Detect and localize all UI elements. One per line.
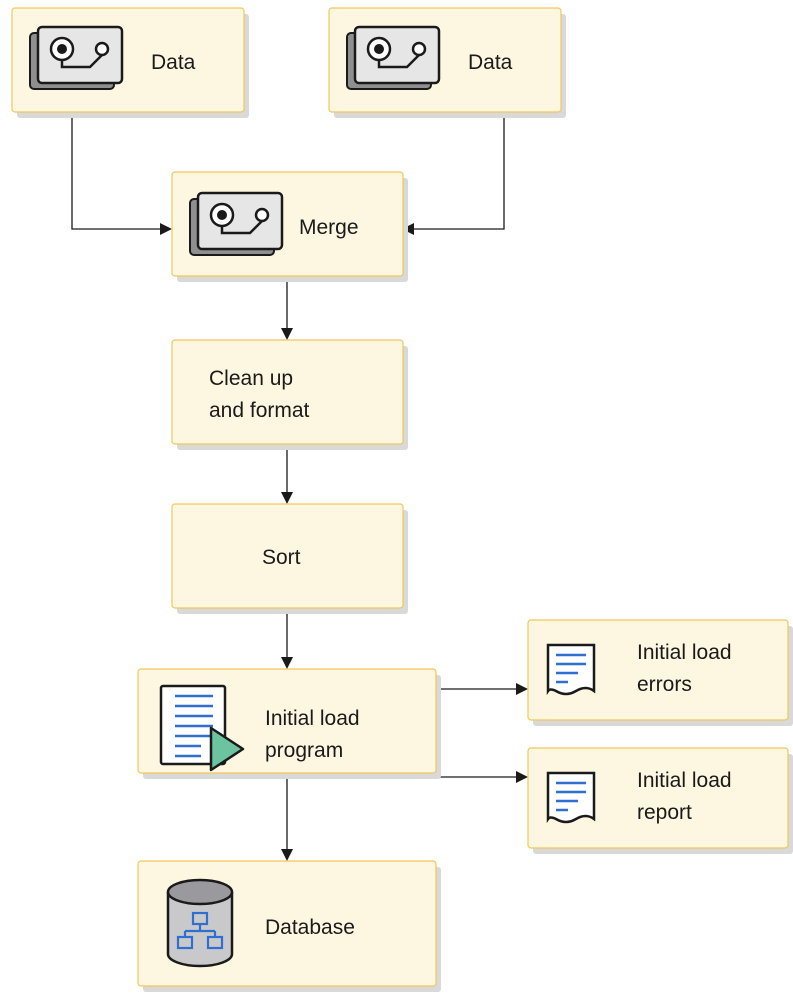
node-sort: Sort <box>171 503 408 614</box>
tape-reel-icon <box>28 25 124 91</box>
tape-reel-icon <box>188 191 284 257</box>
arrowhead-cleanup <box>281 328 293 340</box>
node-label-line-2: report <box>637 801 692 824</box>
node-label: Sort <box>262 546 301 569</box>
node-label: Merge <box>299 216 359 239</box>
arrowhead-program <box>281 657 293 669</box>
node-label-line-2: errors <box>637 673 692 696</box>
connector-data1-to-merge <box>71 112 162 230</box>
connector-data2-to-merge <box>414 112 505 230</box>
node-initial-load-errors: Initial load errors <box>527 619 793 726</box>
arrowhead-errors <box>516 683 528 695</box>
node-label-line-1: Initial load <box>637 769 732 792</box>
node-data-left: Data <box>11 7 249 118</box>
node-label: Database <box>265 916 355 939</box>
program-document-icon <box>159 684 245 772</box>
node-cleanup: Clean up and format <box>171 339 408 450</box>
report-document-icon <box>546 643 596 696</box>
node-label: Data <box>468 51 513 74</box>
arrowhead-sort <box>281 492 293 504</box>
node-initial-load-report: Initial load report <box>527 747 793 854</box>
node-label-line-2: program <box>265 739 343 762</box>
arrowhead-merge-left <box>160 223 172 235</box>
arrowhead-report <box>516 771 528 783</box>
report-document-icon <box>546 771 596 824</box>
connectors <box>71 112 528 861</box>
node-label-line-1: Initial load <box>637 641 732 664</box>
node-label-line-2: and format <box>209 399 310 422</box>
node-label-line-1: Initial load <box>265 707 360 730</box>
node-database: Database <box>137 860 441 992</box>
arrowhead-database <box>281 849 293 861</box>
node-initial-load-program: Initial load program <box>137 668 441 779</box>
tape-reel-icon <box>345 25 441 91</box>
node-label-line-1: Clean up <box>209 367 293 390</box>
database-cylinder-icon <box>166 878 234 968</box>
node-label: Data <box>151 51 196 74</box>
node-data-right: Data <box>328 7 566 118</box>
node-merge: Merge <box>171 171 408 282</box>
